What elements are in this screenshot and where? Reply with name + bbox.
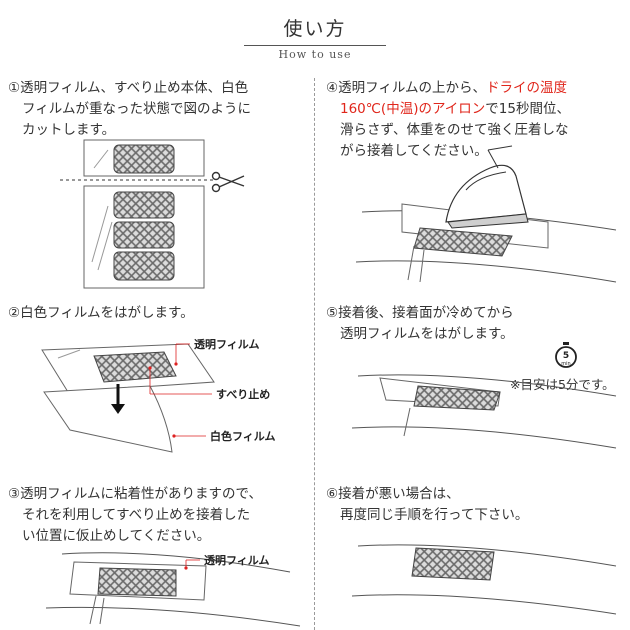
white-film-layer xyxy=(43,385,173,453)
step-5-line: ⑤接着後、接着面が冷めてから xyxy=(326,305,514,321)
surface-edge xyxy=(45,606,301,627)
label-white-film: 白色フィルム xyxy=(210,429,276,443)
antislip-pad xyxy=(413,385,501,411)
step-1-line: カットします。 xyxy=(22,122,116,138)
step-6-line: ⑥接着が悪い場合は、 xyxy=(326,486,460,502)
column-divider xyxy=(314,78,315,630)
step-4-line: ④透明フィルムの上から、ドライの温度 xyxy=(326,78,570,99)
step-5-figure: 5 min xyxy=(351,342,617,449)
surface-edge xyxy=(61,552,291,573)
antislip-pad xyxy=(113,251,175,281)
step-2-figure: 透明フィルム すべり止め 白色フィルム xyxy=(41,338,276,453)
title-rule xyxy=(244,45,386,46)
film-shine xyxy=(97,221,113,271)
step-1-line: ①透明フィルム、すべり止め本体、白色 xyxy=(8,80,249,96)
step-6-line: 再度同じ手順を行って下さい。 xyxy=(340,507,529,523)
label-clear-film: 透明フィルム xyxy=(204,554,270,567)
film-shine xyxy=(93,149,109,169)
step-3-figure: 透明フィルム xyxy=(45,552,301,627)
step-4-plain: ④透明フィルムの上から、 xyxy=(326,80,487,96)
step-4-figure xyxy=(355,145,617,283)
step-4-highlight: ドライの温度 xyxy=(486,80,568,96)
arrow-down-icon xyxy=(111,384,125,414)
step-4-line: 160℃(中温)のアイロンで15秒間位、 xyxy=(326,99,570,120)
antislip-pad xyxy=(113,144,175,174)
step-5-text: ⑤接着後、接着面が冷めてから 透明フィルムをはがします。 xyxy=(326,303,514,345)
step-4-line: がら接着してください。 xyxy=(340,143,488,159)
antislip-pad xyxy=(113,221,175,249)
step-6-text: ⑥接着が悪い場合は、 再度同じ手順を行って下さい。 xyxy=(326,484,528,526)
film-shine xyxy=(91,205,109,263)
antislip-pad xyxy=(411,547,495,581)
antislip-layer xyxy=(93,351,177,383)
step-3-text: ③透明フィルムに粘着性がありますので、 それを利用してすべり止めを接着した い位… xyxy=(8,484,262,547)
step-3-line: い位置に仮止めしてください。 xyxy=(22,528,211,544)
step-5-line: 透明フィルムをはがします。 xyxy=(340,326,514,342)
step-2-text: ②白色フィルムをはがします。 xyxy=(8,303,194,324)
step-4-highlight: 160℃(中温)のアイロン xyxy=(340,101,486,117)
step-3-line: それを利用してすべり止めを接着した xyxy=(22,507,251,523)
step-4-line: 滑らさず、体重をのせて強く圧着しな xyxy=(340,122,569,138)
step-3-line: ③透明フィルムに粘着性がありますので、 xyxy=(8,486,263,502)
iron-icon xyxy=(445,145,529,229)
step-4-plain: で15秒間位、 xyxy=(485,101,570,117)
label-clear-film: 透明フィルム xyxy=(194,338,260,351)
step-5-note: ※目安は5分です。 xyxy=(510,377,615,392)
step-2-line: ②白色フィルムをはがします。 xyxy=(8,305,194,321)
scissors-icon xyxy=(211,171,245,193)
antislip-pad xyxy=(97,567,177,597)
page-subtitle: How to use xyxy=(278,48,352,61)
step-6-figure xyxy=(351,544,617,615)
timer-number: 5 xyxy=(563,351,569,361)
step-1-text: ①透明フィルム、すべり止め本体、白色 フィルムが重なった状態で図のように カット… xyxy=(8,78,251,141)
label-antislip: すべり止め xyxy=(216,387,270,401)
page-header: 使い方 How to use xyxy=(0,0,630,70)
antislip-pad xyxy=(113,191,175,219)
antislip-pad xyxy=(413,227,513,257)
stopwatch-icon: 5 min xyxy=(555,342,577,368)
step-4-text: ④透明フィルムの上から、ドライの温度 160℃(中温)のアイロンで15秒間位、 … xyxy=(326,78,570,162)
step-1-line: フィルムが重なった状態で図のように xyxy=(22,101,251,117)
timer-unit: min xyxy=(561,361,570,367)
page-title: 使い方 xyxy=(283,18,347,40)
step-1-figure xyxy=(60,139,245,289)
